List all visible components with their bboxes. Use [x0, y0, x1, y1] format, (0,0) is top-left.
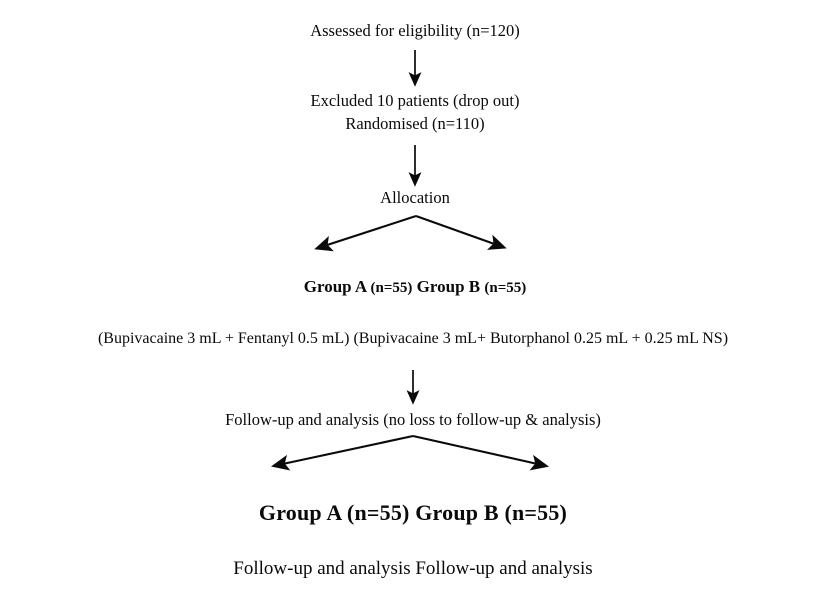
node-drug-composition-line: (Bupivacaine 3 mL + Fentanyl 0.5 mL) (Bu… [97, 330, 729, 347]
node-excluded-patients: Excluded 10 patients (drop out) [310, 91, 520, 110]
node-followup-and-analysis: Follow-up and analysis (no loss to follo… [225, 410, 601, 429]
node-assessed-for-eligibility: Assessed for eligibility (n=120) [310, 21, 520, 40]
node-allocation: Allocation [380, 188, 450, 207]
arrow-followup-split [271, 434, 549, 471]
group-a-count-top: (n=55) [370, 280, 413, 296]
group-b-label-top: Group B [416, 277, 481, 296]
arrow-allocation-split [314, 215, 507, 252]
node-group-outcome-line: Group A (n=55) Group B (n=55) [258, 500, 568, 525]
group-a-label-top: Group A [303, 277, 367, 296]
group-b-count-top: (n=55) [484, 280, 527, 296]
node-randomised: Randomised (n=110) [345, 114, 485, 133]
node-followup-outcome-line: Follow-up and analysis Follow-up and ana… [233, 558, 593, 579]
node-group-allocation-line: Group A (n=55) Group B (n=55) [0, 277, 830, 297]
